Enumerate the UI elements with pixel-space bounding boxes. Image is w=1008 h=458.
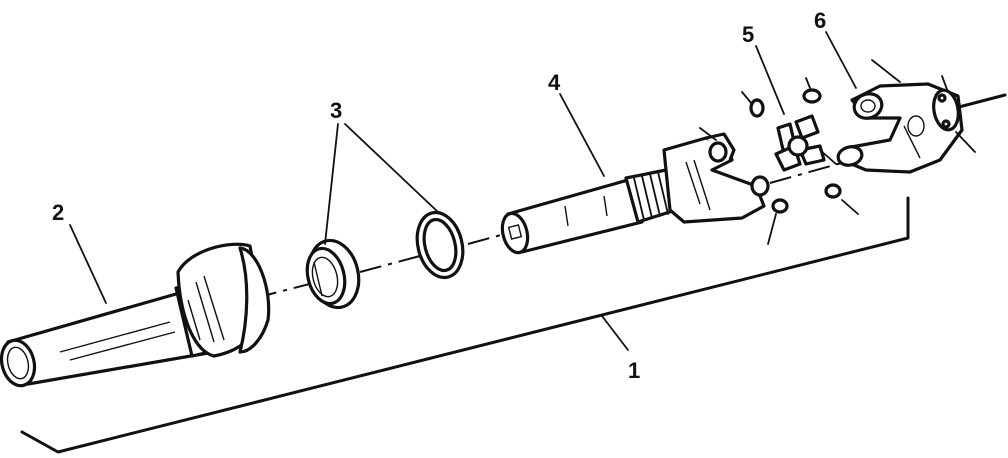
part-4-splined-yoke-shaft xyxy=(500,127,770,255)
part-3-o-ring xyxy=(415,210,465,280)
callout-2: 2 xyxy=(52,200,64,225)
callout-5: 5 xyxy=(742,22,754,47)
part-6-flange-yoke xyxy=(836,59,976,174)
leader-lines xyxy=(69,31,857,351)
callout-6: 6 xyxy=(814,8,826,33)
part-2-slip-tube xyxy=(0,242,271,388)
callout-4: 4 xyxy=(548,70,561,95)
part-3-seal-cap xyxy=(305,238,361,310)
callout-1: 1 xyxy=(628,358,640,383)
part-5-universal-joint-cross xyxy=(741,77,859,245)
callout-3: 3 xyxy=(330,98,342,123)
assembly-bracket xyxy=(20,196,910,454)
